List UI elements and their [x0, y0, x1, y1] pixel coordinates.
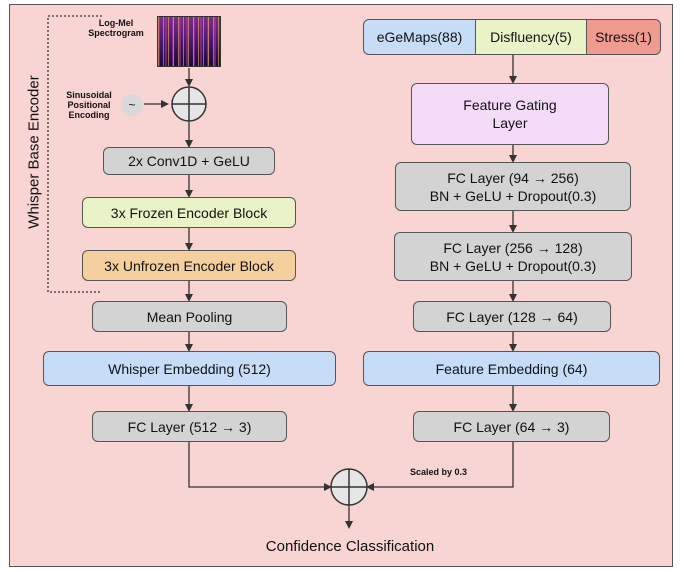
egemaps-input: eGeMaps(88) — [363, 19, 476, 55]
spectrogram-image — [157, 16, 221, 67]
whisper-embedding-block: Whisper Embedding (512) — [43, 351, 336, 386]
feature-gating-layer: Feature Gating Layer — [411, 83, 609, 145]
gating-line-2: Layer — [492, 115, 528, 131]
fc2-line-2: BN + GeLU + Dropout(0.3) — [429, 257, 597, 274]
fc2-line-1: FC Layer (256 → 128) — [443, 239, 583, 256]
fc1-block: FC Layer (94 → 256) BN + GeLU + Dropout(… — [395, 162, 631, 211]
encoder-bracket — [47, 15, 102, 293]
encoder-side-label: Whisper Base Encoder — [25, 75, 43, 229]
sinusoid-icon: ~ — [121, 94, 143, 116]
fc1-line-2: BN + GeLU + Dropout(0.3) — [429, 187, 597, 204]
fc1-line-1: FC Layer (94 → 256) — [447, 169, 579, 186]
stress-input: Stress(1) — [586, 19, 661, 55]
output-label: Confidence Classification — [265, 538, 435, 555]
mean-pooling-block: Mean Pooling — [92, 301, 287, 332]
frozen-encoder-block: 3x Frozen Encoder Block — [82, 197, 296, 228]
spectrogram-label: Log-Mel Spectrogram — [88, 18, 144, 38]
right-fc-block: FC Layer (64 → 3) — [413, 411, 610, 442]
arrow-left-fc-to-sum — [188, 442, 332, 491]
positional-encoding-label: Sinusoidal Positional Encoding — [66, 90, 112, 120]
disfluency-input: Disfluency(5) — [475, 19, 587, 55]
arrow-right-fc-to-sum — [366, 442, 514, 491]
gating-line-1: Feature Gating — [463, 97, 557, 113]
unfrozen-encoder-block: 3x Unfrozen Encoder Block — [82, 250, 296, 281]
conv-block: 2x Conv1D + GeLU — [103, 147, 275, 175]
left-fc-block: FC Layer (512 → 3) — [92, 411, 287, 442]
feature-embedding-block: Feature Embedding (64) — [363, 351, 660, 386]
fc3-block: FC Layer (128 → 64) — [413, 301, 611, 332]
scaled-label: Scaled by 0.3 — [410, 467, 468, 477]
fc2-block: FC Layer (256 → 128) BN + GeLU + Dropout… — [394, 232, 632, 281]
